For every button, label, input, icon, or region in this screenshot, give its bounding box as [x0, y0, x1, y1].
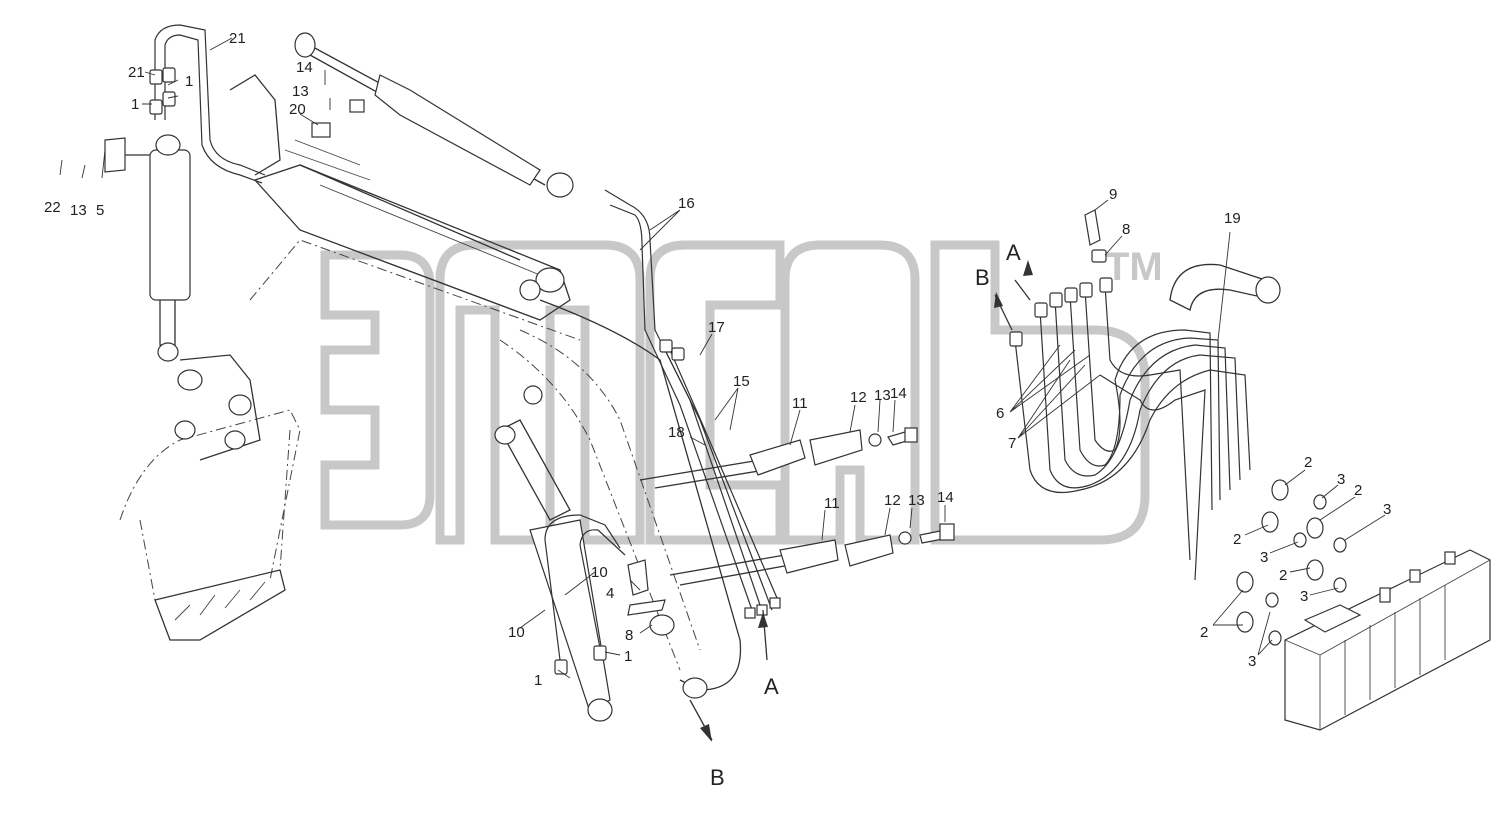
control-hoses	[1009, 209, 1251, 581]
callout-12: 12	[884, 492, 901, 509]
callout-15: 15	[733, 373, 750, 390]
control-valve	[1284, 549, 1491, 731]
view-arrows	[689, 260, 1033, 742]
watermark-tm: TM	[1105, 245, 1163, 289]
watermark-logo: TM	[320, 240, 1163, 545]
callout-13: 13	[70, 202, 87, 219]
callout-22: 22	[44, 199, 61, 216]
callout-13: 13	[292, 83, 309, 100]
callout-1: 1	[185, 73, 193, 90]
view-label-a: A	[1006, 240, 1021, 265]
callout-14: 14	[890, 385, 907, 402]
callout-13: 13	[908, 492, 925, 509]
arm-cylinder-hoses	[544, 514, 675, 675]
arm-cylinder	[494, 419, 613, 722]
view-labels: A B A B	[710, 240, 1021, 790]
callout-labels: 21 21 1 1 14 13 20 22 13 5 16 17 15 18 1…	[44, 30, 1391, 689]
callout-14: 14	[296, 59, 313, 76]
view-label-a: A	[764, 674, 779, 699]
arm	[499, 279, 742, 699]
callout-17: 17	[708, 319, 725, 336]
mount-plate-5	[104, 137, 126, 173]
view-label-b: B	[975, 265, 990, 290]
callout-3: 3	[1337, 471, 1345, 488]
bucket	[119, 354, 301, 641]
callout-19: 19	[1224, 210, 1241, 227]
callout-2: 2	[1200, 624, 1208, 641]
clamp-assembly-lower	[669, 523, 955, 586]
callout-10: 10	[508, 624, 525, 641]
boom	[229, 74, 581, 341]
callout-4: 4	[606, 585, 614, 602]
callout-3: 3	[1248, 653, 1256, 670]
callout-8: 8	[1122, 221, 1130, 238]
view-label-b: B	[710, 765, 725, 790]
callout-6: 6	[996, 405, 1004, 422]
callout-3: 3	[1260, 549, 1268, 566]
callout-2: 2	[1233, 531, 1241, 548]
clamp-assembly-upper	[639, 427, 918, 489]
callout-2: 2	[1279, 567, 1287, 584]
callout-3: 3	[1300, 588, 1308, 605]
callout-13: 13	[874, 387, 891, 404]
callout-2: 2	[1304, 454, 1312, 471]
callout-9: 9	[1109, 186, 1117, 203]
leader-lines	[59, 37, 1386, 679]
bucket-hoses	[149, 24, 266, 184]
callout-12: 12	[850, 389, 867, 406]
boom-cylinder	[294, 32, 574, 198]
boom-hoses	[604, 189, 781, 619]
callout-11: 11	[792, 395, 808, 412]
clamp-block-20	[311, 122, 331, 138]
callout-3: 3	[1383, 501, 1391, 518]
callout-7: 7	[1008, 435, 1016, 452]
bucket-cylinder	[104, 134, 191, 362]
callout-21: 21	[229, 30, 246, 47]
callout-5: 5	[96, 202, 104, 219]
callout-1: 1	[534, 672, 542, 689]
protective-sleeve-19	[1169, 263, 1281, 311]
callout-1: 1	[131, 96, 139, 113]
fittings	[1236, 479, 1347, 646]
callout-2: 2	[1354, 482, 1362, 499]
callout-18: 18	[668, 424, 685, 441]
callout-10: 10	[591, 564, 608, 581]
callout-1: 1	[624, 648, 632, 665]
callout-16: 16	[678, 195, 695, 212]
callout-21: 21	[128, 64, 145, 81]
callout-20: 20	[289, 101, 306, 118]
callout-8: 8	[625, 627, 633, 644]
callout-11: 11	[824, 495, 840, 512]
callout-14: 14	[937, 489, 954, 506]
